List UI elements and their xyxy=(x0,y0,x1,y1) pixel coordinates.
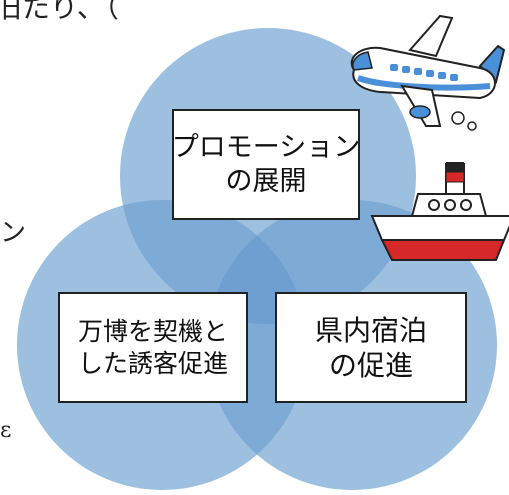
box-prefecture-stay-line-2: の促進 xyxy=(328,348,413,382)
box-promotion: プロモーション の展開 xyxy=(172,109,360,220)
box-expo-tourism-line-1: 万博を契機と xyxy=(77,317,228,347)
box-promotion-line-2: の展開 xyxy=(225,165,307,197)
box-promotion-line-1: プロモーション xyxy=(171,131,361,163)
airplane-icon xyxy=(350,14,505,131)
text-fragment-top: 旧たり、（ xyxy=(0,0,119,24)
box-expo-tourism-line-2: した誘客促進 xyxy=(77,348,228,378)
text-fragment-middle: ン xyxy=(0,218,27,248)
overlap-center xyxy=(207,200,307,324)
ship-icon xyxy=(370,162,509,261)
box-prefecture-stay: 県内宿泊 の促進 xyxy=(275,292,467,403)
box-prefecture-stay-line-1: 県内宿泊 xyxy=(314,313,427,347)
text-fragment-bottom: ε xyxy=(0,418,12,443)
box-expo-tourism: 万博を契機と した誘客促進 xyxy=(58,292,248,403)
